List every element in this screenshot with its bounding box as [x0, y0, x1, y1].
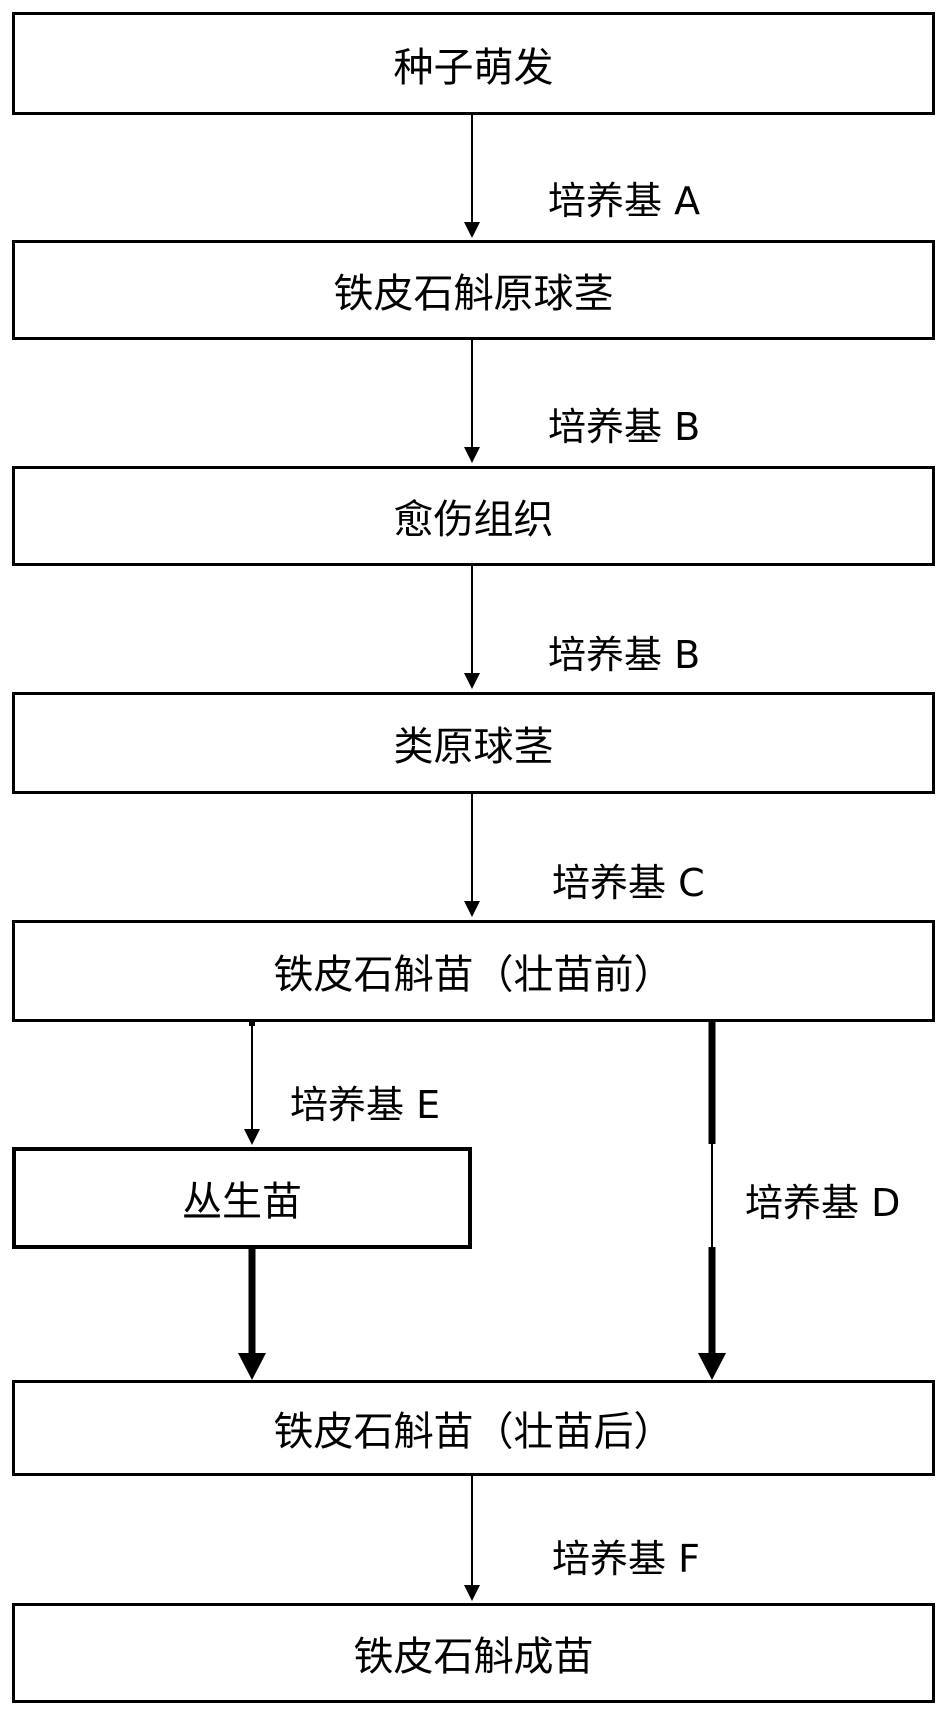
- edge-label-d: 培养基 D: [745, 1172, 900, 1227]
- node-cluster-seedling-label: 丛生苗: [182, 1169, 302, 1227]
- node-seedling-before-label: 铁皮石斛苗（壮苗前）: [274, 942, 674, 1000]
- edge-label-b2: 培养基 B: [548, 624, 700, 679]
- node-cluster-seedling: 丛生苗: [12, 1147, 472, 1249]
- node-protocorm: 铁皮石斛原球茎: [12, 240, 935, 340]
- edge-label-f: 培养基 F: [552, 1528, 700, 1583]
- arrow-plblike-to-seedling: [464, 794, 480, 917]
- node-mature-seedling: 铁皮石斛成苗: [12, 1603, 935, 1703]
- node-callus: 愈伤组织: [12, 466, 935, 566]
- node-seedling-after-label: 铁皮石斛苗（壮苗后）: [274, 1399, 674, 1457]
- node-protocorm-like-body: 类原球茎: [12, 692, 935, 794]
- arrow-seed-to-plb: [464, 115, 480, 238]
- arrow-cluster-to-after: [238, 1249, 266, 1380]
- arrow-plb-to-callus: [464, 340, 480, 463]
- edge-label-c: 培养基 C: [552, 852, 705, 907]
- node-callus-label: 愈伤组织: [394, 487, 554, 545]
- node-protocorm-like-body-label: 类原球茎: [394, 714, 554, 772]
- node-seed-germination-label: 种子萌发: [394, 35, 554, 93]
- node-mature-seedling-label: 铁皮石斛成苗: [354, 1624, 594, 1682]
- arrow-callus-to-plblike: [464, 566, 480, 689]
- arrow-seedling-to-after: [698, 1022, 726, 1380]
- node-seed-germination: 种子萌发: [12, 12, 935, 115]
- arrow-seedling-to-cluster: [244, 1022, 260, 1145]
- node-seedling-before: 铁皮石斛苗（壮苗前）: [12, 920, 935, 1022]
- edge-label-e: 培养基 E: [290, 1074, 440, 1129]
- node-protocorm-label: 铁皮石斛原球茎: [334, 261, 614, 319]
- edge-label-a: 培养基 A: [548, 170, 700, 225]
- edge-label-b1: 培养基 B: [548, 396, 700, 451]
- arrow-after-to-mature: [464, 1476, 480, 1601]
- node-seedling-after: 铁皮石斛苗（壮苗后）: [12, 1380, 935, 1476]
